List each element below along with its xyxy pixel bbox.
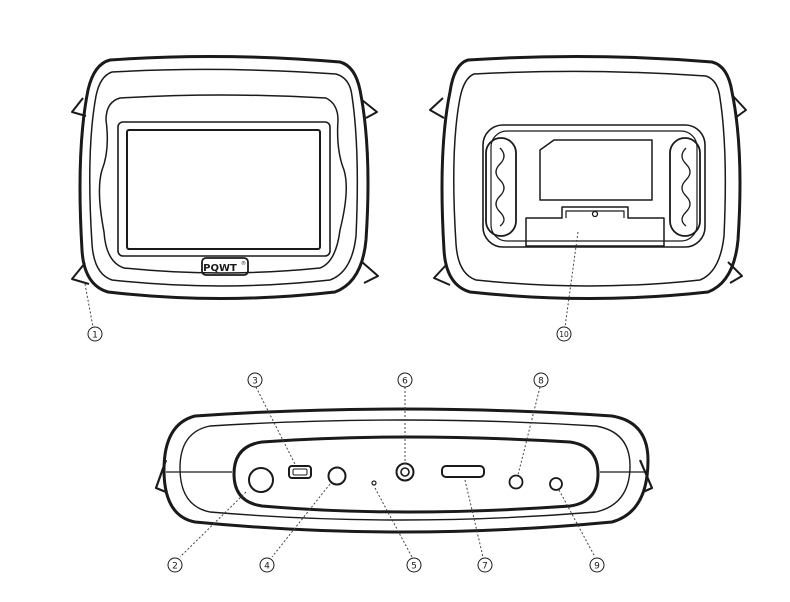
callout-8-label: 8 <box>538 377 544 387</box>
callout-2-label: 2 <box>172 562 178 572</box>
leader-4 <box>271 483 331 558</box>
callout-10-circle <box>556 326 572 342</box>
port-8-indicator <box>508 474 524 490</box>
front-tab-top-right <box>361 99 378 119</box>
front-screen <box>126 129 321 250</box>
leader-7 <box>464 479 484 558</box>
top-outer-shell <box>162 407 650 534</box>
port-panel <box>232 435 600 514</box>
leader-9 <box>558 489 596 558</box>
callout-1-label: 1 <box>92 331 98 341</box>
top-view <box>154 407 654 534</box>
port-3-usb <box>288 465 312 479</box>
top-tab-right <box>638 459 654 494</box>
callout-9-circle <box>589 557 605 573</box>
callout-5-label: 5 <box>411 562 417 572</box>
callout-6-label: 6 <box>402 377 408 387</box>
grip-left <box>485 137 517 237</box>
callout-7-label: 7 <box>482 562 488 572</box>
back-view <box>429 54 747 300</box>
port-4-jack <box>327 466 347 486</box>
front-tab-top-left <box>71 97 87 117</box>
callout-8-circle <box>533 372 549 388</box>
front-view <box>71 54 379 300</box>
port-7-card-slot <box>441 465 485 478</box>
battery-cover <box>525 206 665 247</box>
callout-4-label: 4 <box>264 562 270 572</box>
port-9-indicator <box>549 477 563 491</box>
battery-cover-screw <box>591 210 599 218</box>
leader-5 <box>374 487 413 558</box>
back-plate-inner <box>490 130 698 242</box>
port-5-pinhole <box>371 480 377 486</box>
leader-lines <box>84 231 596 558</box>
front-screen-frame <box>117 121 331 257</box>
port-6-audio-inner <box>400 467 410 477</box>
callout-4-circle <box>259 557 275 573</box>
back-tab-top-left <box>429 97 445 119</box>
callout-3-label: 3 <box>252 377 258 387</box>
back-tab-top-right <box>732 95 747 119</box>
port-6-audio-outer <box>395 462 415 482</box>
front-logo-plate <box>201 257 249 276</box>
grip-left-ridges <box>495 147 505 227</box>
back-tab-bottom-left <box>433 263 451 286</box>
brand-logo: PQWT <box>203 263 237 274</box>
port-3-usb-inner <box>292 468 308 476</box>
port-2-power-button <box>248 467 274 493</box>
front-tab-bottom-right <box>361 261 379 284</box>
leader-8 <box>517 386 541 476</box>
callout-5-circle <box>406 557 422 573</box>
callout-7-circle <box>477 557 493 573</box>
callout-2-circle <box>167 557 183 573</box>
callout-9-label: 9 <box>594 562 600 572</box>
front-bumper-contour <box>98 94 347 274</box>
callout-3-circle <box>247 372 263 388</box>
leader-3 <box>255 386 297 467</box>
brand-logo-mark: ® <box>241 260 246 267</box>
callout-badges <box>87 326 605 573</box>
front-inner-bezel <box>89 68 359 287</box>
leader-2 <box>179 491 247 558</box>
front-tab-bottom-left <box>71 262 90 285</box>
callout-10-label: 10 <box>559 330 569 339</box>
front-outer-shell <box>78 54 370 300</box>
grip-right-ridges <box>681 147 691 227</box>
back-label-area <box>539 139 653 201</box>
top-inner-contour <box>179 419 631 521</box>
callout-1-circle <box>87 326 103 342</box>
callout-labels: 1 2 3 4 5 6 7 8 9 10 <box>92 330 600 572</box>
back-plate <box>482 124 706 248</box>
leader-1 <box>84 283 94 328</box>
grip-right <box>669 137 701 237</box>
callout-6-circle <box>397 372 413 388</box>
back-inner-rim <box>453 70 727 287</box>
back-outer-shell <box>440 54 742 300</box>
